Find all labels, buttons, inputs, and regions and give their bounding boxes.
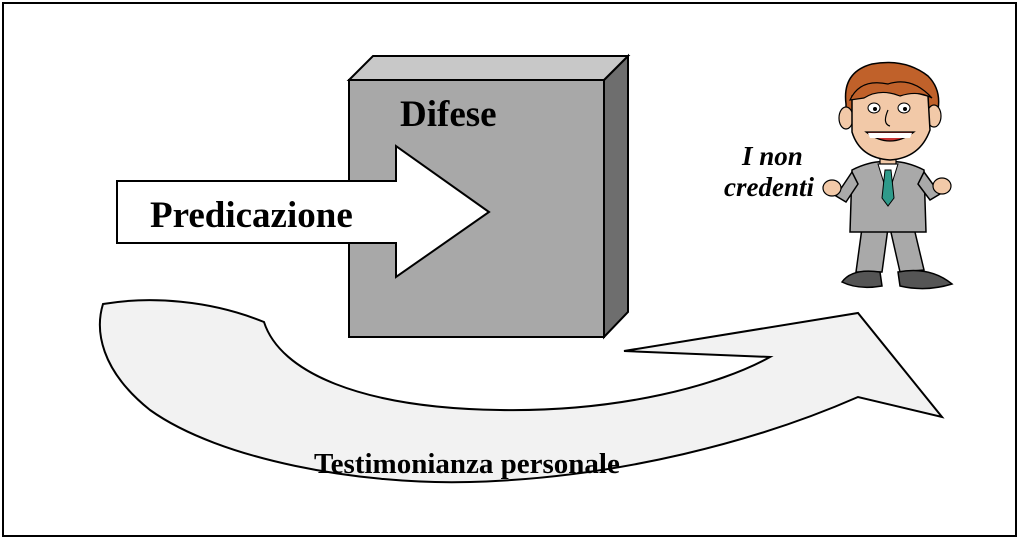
wall-label: Difese [400, 94, 497, 135]
person-label-line2: credenti [724, 172, 814, 202]
preaching-arrow [116, 144, 491, 279]
wall-top [346, 55, 631, 81]
wall-side [603, 53, 629, 340]
arrow-label: Predicazione [150, 195, 353, 236]
curve-label: Testimonianza personale [314, 448, 620, 480]
person-label-line1: I non [741, 141, 803, 171]
person-icon [822, 61, 954, 290]
testimony-curved-arrow [98, 299, 945, 484]
